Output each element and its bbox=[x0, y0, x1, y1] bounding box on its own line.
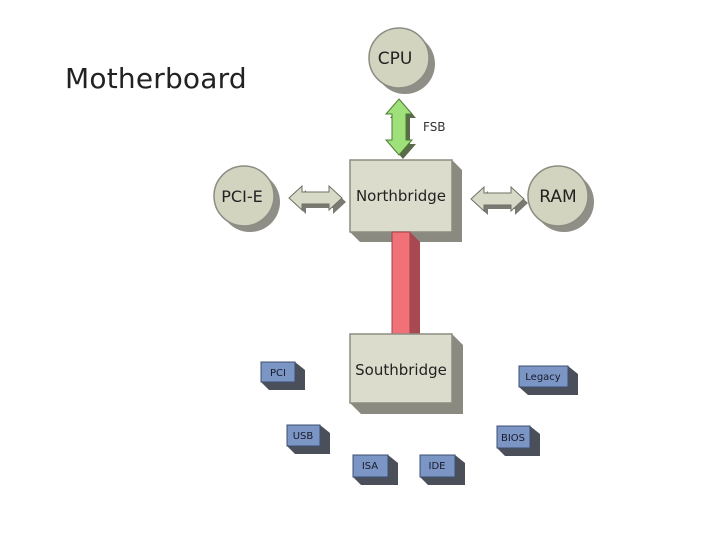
northbridge-node: Northbridge bbox=[349, 159, 462, 242]
chip-legacy-label: Legacy bbox=[525, 372, 561, 383]
chip-pci-label: PCI bbox=[270, 368, 286, 379]
slide-title: Motherboard bbox=[65, 62, 247, 95]
ram-circle bbox=[527, 165, 589, 227]
chip-bios: BIOS bbox=[496, 425, 540, 456]
chip-isa: ISA bbox=[352, 454, 398, 485]
chip-ide-box bbox=[419, 454, 456, 478]
ram-arrow-body bbox=[470, 185, 525, 213]
chip-legacy-box bbox=[518, 365, 569, 388]
chip-pci-box bbox=[260, 361, 296, 383]
chip-usb-shadow bbox=[287, 425, 330, 454]
bus-bar-front bbox=[391, 231, 411, 335]
pcie-node: PCI-E bbox=[213, 165, 280, 232]
chip-legacy: Legacy bbox=[518, 365, 578, 395]
pcie-northbridge-arrow bbox=[288, 184, 346, 214]
northbridge-label: Northbridge bbox=[356, 187, 446, 205]
southbridge-node: Southbridge bbox=[349, 333, 463, 414]
pcie-arrow-body bbox=[288, 184, 343, 212]
chip-pci: PCI bbox=[260, 361, 305, 390]
cpu-node: CPU bbox=[368, 27, 435, 94]
bus-bar-side bbox=[410, 232, 420, 334]
southbridge-shadow bbox=[350, 334, 463, 414]
pcie-circle bbox=[213, 165, 275, 227]
ram-node: RAM bbox=[527, 165, 594, 232]
chip-isa-label: ISA bbox=[362, 461, 378, 472]
ram-northbridge-arrow bbox=[470, 185, 528, 215]
chip-legacy-shadow bbox=[519, 366, 578, 395]
fsb-arrow-body bbox=[384, 98, 414, 156]
northbridge-shadow bbox=[350, 160, 462, 242]
chip-pci-shadow bbox=[261, 362, 305, 390]
ram-label: RAM bbox=[539, 187, 576, 207]
chip-ide-label: IDE bbox=[429, 461, 446, 472]
chip-usb: USB bbox=[286, 424, 330, 454]
fsb-label: FSB bbox=[423, 120, 446, 134]
chip-bios-label: BIOS bbox=[501, 433, 525, 444]
chip-ide: IDE bbox=[419, 454, 465, 485]
southbridge-label: Southbridge bbox=[355, 361, 447, 379]
cpu-label: CPU bbox=[378, 49, 413, 69]
chip-isa-box bbox=[352, 454, 389, 478]
fsb-arrow bbox=[384, 98, 416, 159]
chip-usb-label: USB bbox=[293, 431, 314, 442]
pcie-label: PCI-E bbox=[221, 187, 262, 206]
chip-bios-box bbox=[496, 425, 531, 449]
southbridge-box bbox=[349, 333, 453, 404]
chip-usb-box bbox=[286, 424, 321, 447]
northbridge-box bbox=[349, 159, 453, 233]
internal-bus-bar bbox=[391, 231, 420, 335]
cpu-circle bbox=[368, 27, 430, 89]
